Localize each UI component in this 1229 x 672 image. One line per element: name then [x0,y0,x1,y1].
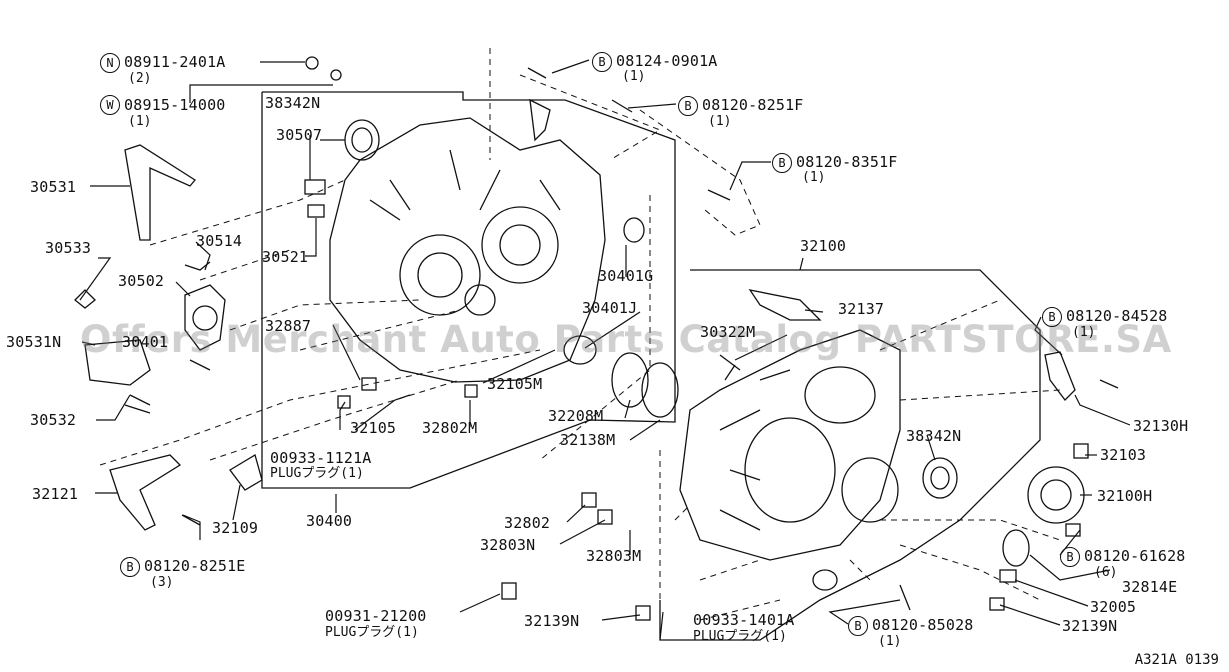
clutch-housing-outline [329,117,606,383]
b-marker-icon: B [592,52,612,72]
part-label-30322m[interactable]: 30322M [700,323,756,341]
part-label-32005[interactable]: 32005 [1090,598,1137,616]
part-label-32802[interactable]: 32802 [504,514,551,532]
part-label-30531[interactable]: 30531 [30,178,77,196]
bearing-30502 [184,284,226,351]
bracket-32109 [229,454,263,491]
n-marker-icon: N [100,53,120,73]
part-label-32814e[interactable]: 32814E [1122,578,1178,596]
plug-number: 00933-1401A [693,611,795,629]
part-label-30514[interactable]: 30514 [196,232,243,250]
b-marker-icon: B [772,153,792,173]
quantity: (1) [802,170,826,185]
part-label-32100h[interactable]: 32100H [1097,487,1153,505]
part-label-30521[interactable]: 30521 [262,248,309,266]
part-number: 08120-8351F [796,153,898,171]
part-number: 08120-8251E [144,557,246,575]
part-label-38342n-top[interactable]: 38342N [265,94,321,112]
part-label-32139n-left[interactable]: 32139N [524,612,580,630]
b-marker-icon: B [1042,307,1062,327]
part-label-30401j[interactable]: 30401J [582,299,638,317]
group-frame-32100 [659,269,1041,641]
part-label-32121[interactable]: 32121 [32,485,79,503]
quantity: (1) [128,114,152,129]
part-label-30401g[interactable]: 30401G [598,267,654,285]
part-label-30531n[interactable]: 30531N [6,333,62,351]
plug-number: 00933-1121A [270,449,372,467]
plug-name: PLUGプラグ(1) [693,629,787,644]
watermark: Offers Merchant Auto Parts Catalog PARTS… [80,318,1172,361]
transmission-case-outline [679,329,901,561]
quantity: (6) [1094,565,1118,580]
quantity: (1) [622,69,646,84]
part-label-32887[interactable]: 32887 [265,317,312,335]
part-label-30401[interactable]: 30401 [122,333,169,351]
quantity: (1) [708,114,732,129]
shift-fork-30531 [124,144,196,241]
part-label-32109[interactable]: 32109 [212,519,259,537]
part-label-32803n[interactable]: 32803N [480,536,536,554]
part-label-32103[interactable]: 32103 [1100,446,1147,464]
bracket-32130H [1044,351,1076,401]
group-frame-30400 [261,91,676,489]
part-number: 08120-84528 [1066,307,1168,325]
b-marker-icon: B [120,557,140,577]
part-label-32137[interactable]: 32137 [838,300,885,318]
part-label-30533[interactable]: 30533 [45,239,92,257]
part-number: 08915-14000 [124,96,226,114]
part-label-32105[interactable]: 32105 [350,419,397,437]
part-label-32105m[interactable]: 32105M [487,375,543,393]
part-label-30502[interactable]: 30502 [118,272,165,290]
quantity: (2) [128,71,152,86]
quantity: (1) [878,634,902,649]
bracket-32121 [109,454,182,531]
part-label-30532[interactable]: 30532 [30,411,77,429]
part-label-32100[interactable]: 32100 [800,237,847,255]
part-label-30400[interactable]: 30400 [306,512,353,530]
plug-name: PLUGプラグ(1) [270,466,364,481]
part-label-32138m[interactable]: 32138M [560,431,616,449]
part-number: 08120-8251F [702,96,804,114]
part-label-38342n-mid[interactable]: 38342N [906,427,962,445]
part-label-32130h[interactable]: 32130H [1133,417,1189,435]
part-number: 08120-61628 [1084,547,1186,565]
figure-code: A321A 0139 [1134,652,1219,668]
b-marker-icon: B [678,96,698,116]
bracket-32137 [748,289,822,321]
part-label-32208m[interactable]: 32208M [548,407,604,425]
b-marker-icon: B [848,616,868,636]
b-marker-icon: B [1060,547,1080,567]
part-number: 08120-85028 [872,616,974,634]
part-number: 08911-2401A [124,53,226,71]
part-label-32802m[interactable]: 32802M [422,419,478,437]
w-marker-icon: W [100,95,120,115]
fork-lever-30531N [84,339,151,386]
plug-name: PLUGプラグ(1) [325,625,419,640]
part-label-32803m[interactable]: 32803M [586,547,642,565]
quantity: (3) [150,575,174,590]
quantity: (1) [1072,325,1096,340]
plug-number: 00931-21200 [325,607,427,625]
part-label-32139n-right[interactable]: 32139N [1062,617,1118,635]
part-number: 08124-0901A [616,52,718,70]
part-label-30507[interactable]: 30507 [276,126,323,144]
